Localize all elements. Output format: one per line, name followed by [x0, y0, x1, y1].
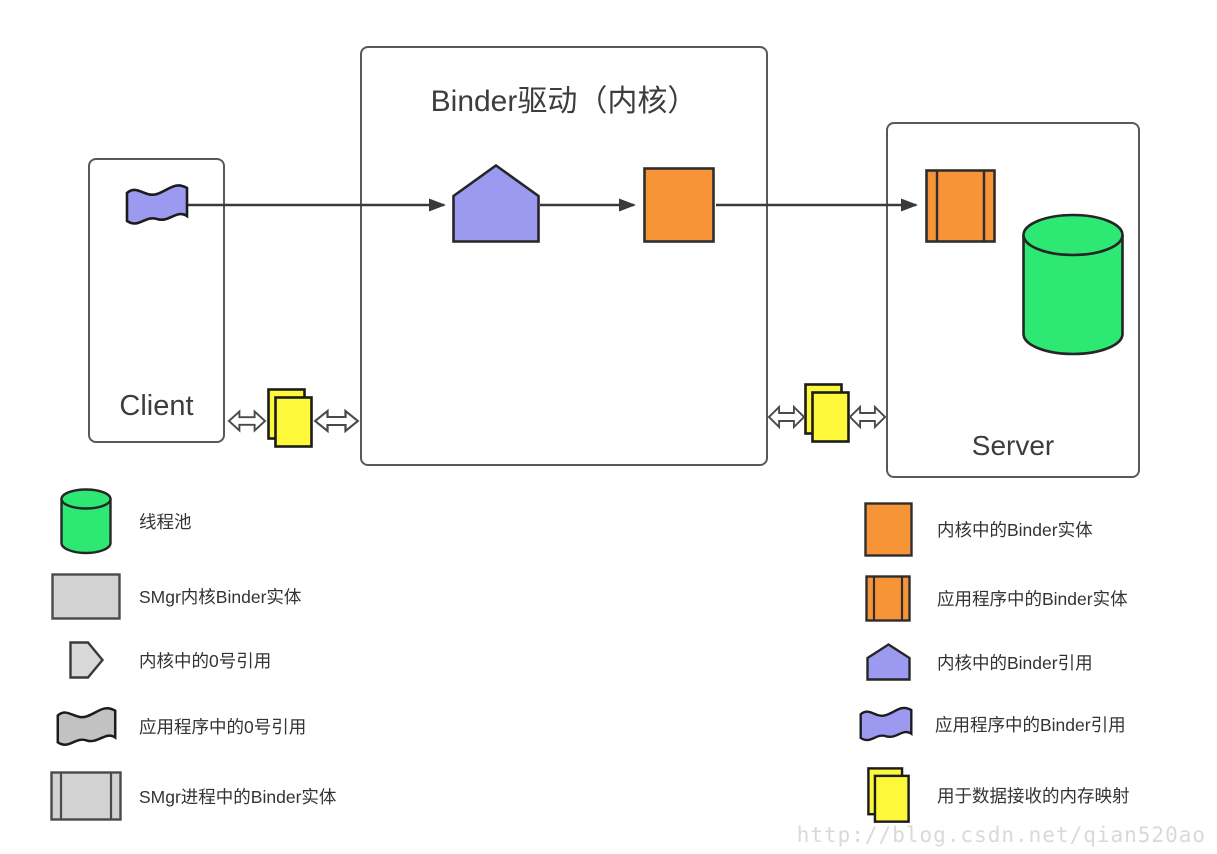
binder-driver-title: Binder驱动（内核） [430, 85, 698, 118]
server-label: Server [971, 430, 1055, 461]
double-arrow-icon [767, 404, 806, 430]
legend-item: 应用程序中的Binder引用 [858, 703, 1126, 745]
legend-label: SMgr进程中的Binder实体 [139, 786, 337, 807]
double-arrow-icon [313, 408, 360, 434]
legend-item: 线程池 [47, 486, 192, 556]
client-label: Client [119, 390, 194, 422]
legend-label: 内核中的Binder引用 [937, 652, 1093, 673]
kernel-binder-ref-icon [860, 643, 916, 681]
thread-pool-cylinder-icon [47, 487, 125, 555]
thread-pool-cylinder-icon [1022, 213, 1124, 357]
legend-item: 内核中的Binder实体 [860, 500, 1093, 558]
legend-label: SMgr内核Binder实体 [139, 586, 302, 607]
legend-label: 线程池 [139, 511, 192, 532]
legend-item: 用于数据接收的内存映射 [860, 765, 1130, 825]
smgr-kernel-binder-entity-icon [47, 572, 125, 620]
kernel-zero-ref-pentagon-icon [47, 641, 125, 679]
watermark-text: http://blog.csdn.net/qian520ao [796, 823, 1206, 847]
kernel-binder-entity-icon [860, 501, 916, 557]
memory-map-docs-icon [860, 766, 916, 824]
double-arrow-icon [227, 408, 267, 434]
legend-label: 应用程序中的Binder引用 [935, 714, 1126, 735]
legend-item: 内核中的0号引用 [47, 639, 271, 681]
legend-label: 内核中的0号引用 [139, 650, 272, 671]
double-arrow-icon [848, 404, 887, 430]
memory-map-docs-icon [804, 383, 850, 444]
kernel-binder-ref-pentagon-icon [452, 163, 540, 243]
app-binder-ref-flag-icon [125, 181, 189, 228]
smgr-process-binder-entity-icon [47, 771, 125, 821]
legend-item: SMgr内核Binder实体 [47, 571, 301, 621]
app-binder-entity-icon [860, 574, 916, 622]
legend-item: 应用程序中的0号引用 [47, 702, 306, 750]
legend-label: 应用程序中的Binder实体 [937, 588, 1128, 609]
app-binder-entity-striped-icon [925, 169, 996, 243]
app-zero-ref-flag-icon [47, 704, 125, 749]
legend-label: 内核中的Binder实体 [937, 519, 1093, 540]
app-binder-ref-icon [858, 704, 914, 744]
legend-label: 用于数据接收的内存映射 [937, 785, 1130, 806]
binder-driver-box [360, 46, 768, 466]
legend-label: 应用程序中的0号引用 [139, 716, 307, 737]
legend-item: 应用程序中的Binder实体 [860, 574, 1128, 622]
kernel-binder-entity-square-icon [643, 167, 715, 243]
legend-item: 内核中的Binder引用 [860, 642, 1093, 682]
memory-map-docs-icon [267, 388, 313, 449]
legend-item: SMgr进程中的Binder实体 [47, 768, 336, 824]
